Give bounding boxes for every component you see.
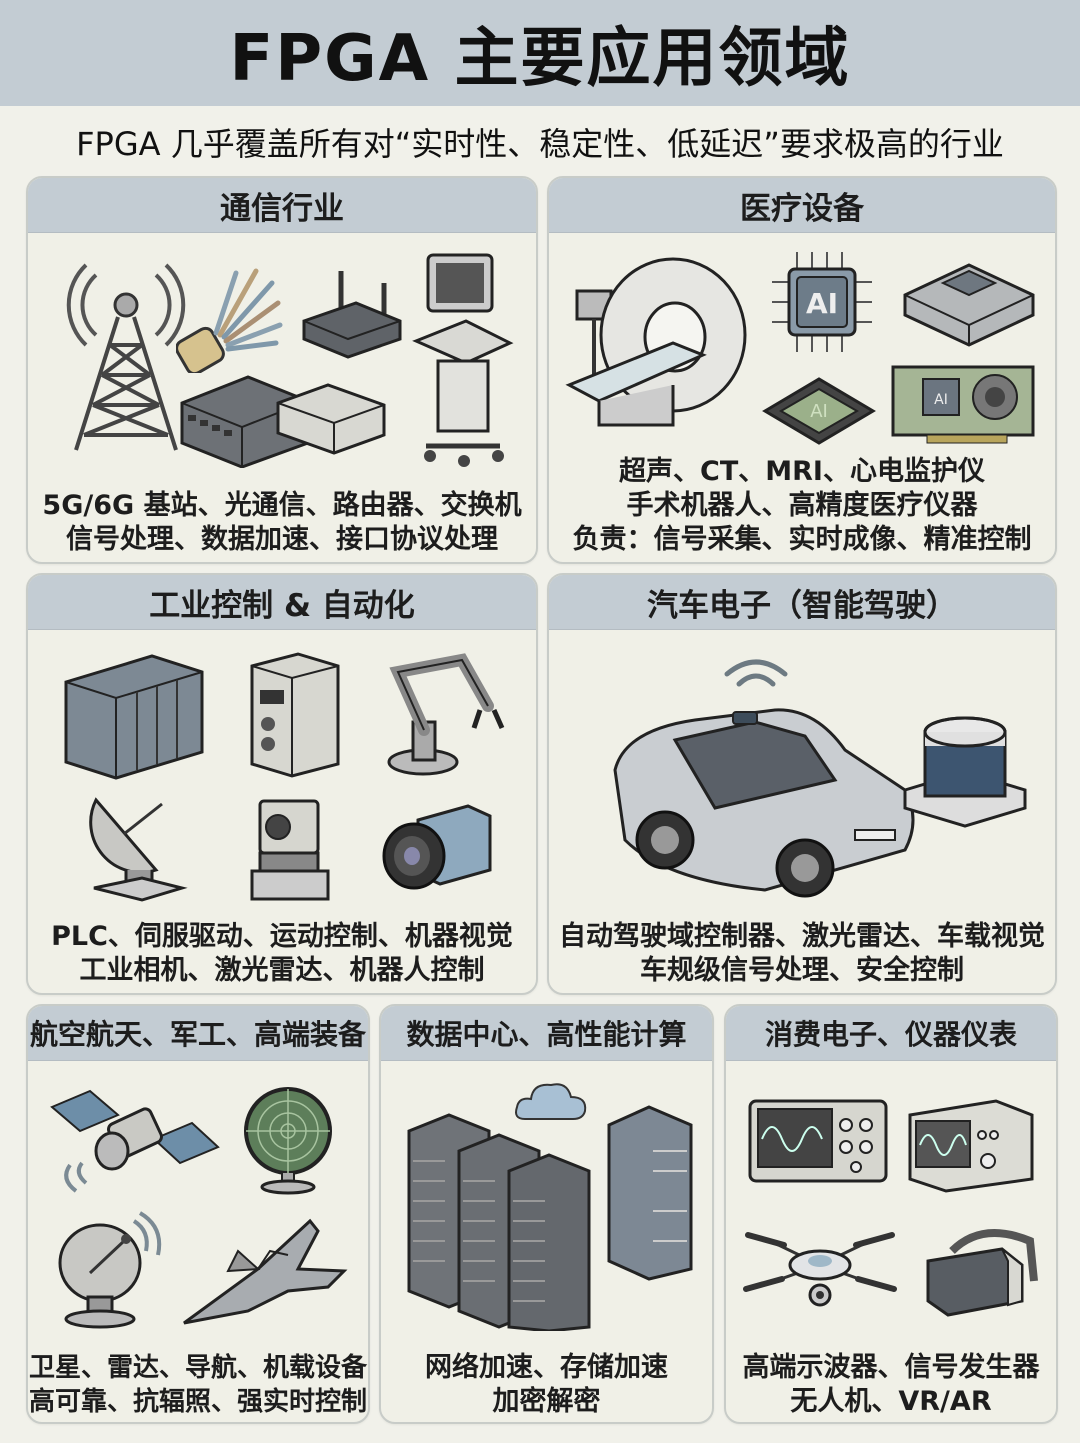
card-caption: 5G/6G 基站、光通信、路由器、交换机 信号处理、数据加速、接口协议处理 <box>28 489 536 557</box>
svg-text:AI: AI <box>934 392 948 408</box>
caption-line: 信号处理、数据加速、接口协议处理 <box>66 524 498 555</box>
card-consumer: 消费电子、仪器仪表 <box>724 1004 1058 1424</box>
caption-line: PLC、伺服驱动、运动控制、机器视觉 <box>51 921 513 952</box>
server-cabinet-icon <box>607 1105 693 1281</box>
card-title: 通信行业 <box>28 178 536 233</box>
vr-headset-icon <box>926 1229 1038 1317</box>
card-caption: 网络加速、存储加速 加密解密 <box>381 1351 712 1419</box>
caption-line: 车规级信号处理、安全控制 <box>640 955 964 986</box>
vision-sensor-icon <box>250 799 330 901</box>
caption-line: 自动驾驶域控制器、激光雷达、车载视觉 <box>559 921 1045 952</box>
card-communications: 通信行业 <box>26 176 538 564</box>
page-title: FPGA 主要应用领域 <box>229 22 851 96</box>
robot-arm-icon <box>387 653 505 776</box>
caption-line: 高可靠、抗辐照、强实时控制 <box>28 1387 367 1417</box>
caption-line: 手术机器人、高精度医疗仪器 <box>626 490 978 521</box>
card-aerospace: 航空航天、军工、高端装备 <box>26 1004 370 1424</box>
card-title: 航空航天、军工、高端装备 <box>28 1006 368 1061</box>
lidar-sensor-icon <box>903 716 1027 828</box>
signal-generator-icon <box>908 1099 1034 1193</box>
oscilloscope-icon <box>748 1099 888 1183</box>
wireless-signal-icon <box>724 659 788 687</box>
satellite-icon <box>50 1089 220 1193</box>
cell-tower-icon <box>66 263 186 451</box>
card-medical: 医疗设备 AI AI <box>547 176 1057 564</box>
card-title: 消费电子、仪器仪表 <box>726 1006 1056 1061</box>
card-caption: 卫星、雷达、导航、机载设备 高可靠、抗辐照、强实时控制 <box>28 1351 368 1419</box>
fiber-optic-cable-icon <box>176 268 283 373</box>
card-caption: 高端示波器、信号发生器 无人机、VR/AR <box>726 1351 1056 1419</box>
caption-line: 5G/6G 基站、光通信、路由器、交换机 <box>42 490 522 521</box>
card-title: 数据中心、高性能计算 <box>381 1006 712 1061</box>
card-title: 工业控制 & 自动化 <box>28 575 536 630</box>
caption-line: 负责：信号采集、实时成像、精准控制 <box>572 524 1032 555</box>
ai-chip-icon: AI <box>772 252 872 352</box>
svg-text:AI: AI <box>810 401 828 422</box>
card-caption: PLC、伺服驱动、运动控制、机器视觉 工业相机、激光雷达、机器人控制 <box>28 920 536 988</box>
card-title: 医疗设备 <box>549 178 1055 233</box>
svg-text:AI: AI <box>806 287 838 320</box>
plc-rack-icon <box>64 654 204 780</box>
cloud-icon <box>515 1083 587 1120</box>
satellite-dish-icon <box>58 1211 162 1329</box>
autonomous-car-icon <box>613 708 915 898</box>
fighter-jet-icon <box>183 1218 348 1325</box>
caption-line: 超声、CT、MRI、心电监护仪 <box>619 456 985 487</box>
server-rack-icon <box>407 1113 591 1331</box>
lidar-dish-icon <box>89 797 188 902</box>
router-icon <box>302 271 402 359</box>
caption-line: 高端示波器、信号发生器 <box>742 1352 1040 1383</box>
ai-accelerator-card-icon: AI <box>891 365 1035 444</box>
ct-scanner-icon <box>565 257 747 427</box>
title-bar: FPGA 主要应用领域 <box>0 0 1080 106</box>
card-datacenter: 数据中心、高性能计算 网络加速、存储加速 加密解密 <box>379 1004 714 1424</box>
caption-line: 卫星、雷达、导航、机载设备 <box>28 1353 367 1383</box>
page-subtitle: FPGA 几乎覆盖所有对“实时性、稳定性、低延迟”要求极高的行业 <box>76 125 1004 163</box>
ai-processor-icon: AI <box>762 377 876 445</box>
radar-screen-icon <box>244 1087 332 1195</box>
network-switch-icon <box>180 375 386 468</box>
card-industrial: 工业控制 & 自动化 <box>26 573 538 995</box>
ultrasound-machine-icon <box>412 253 514 467</box>
caption-line: 加密解密 <box>492 1386 601 1417</box>
card-title: 汽车电子（智能驾驶） <box>549 575 1055 630</box>
card-caption: 超声、CT、MRI、心电监护仪 手术机器人、高精度医疗仪器 负责：信号采集、实时… <box>549 455 1055 557</box>
caption-line: 网络加速、存储加速 <box>425 1352 668 1383</box>
caption-line: 无人机、VR/AR <box>790 1386 992 1417</box>
caption-line: 工业相机、激光雷达、机器人控制 <box>79 955 485 986</box>
drone-icon <box>743 1232 897 1307</box>
industrial-camera-icon <box>382 804 492 890</box>
card-caption: 自动驾驶域控制器、激光雷达、车载视觉 车规级信号处理、安全控制 <box>549 920 1055 988</box>
embedded-module-icon <box>903 263 1035 347</box>
servo-drive-icon <box>250 652 340 778</box>
card-automotive: 汽车电子（智能驾驶） 自动驾驶域控制器、激光雷达、车载视觉 车规级信号处理、安全… <box>547 573 1057 995</box>
